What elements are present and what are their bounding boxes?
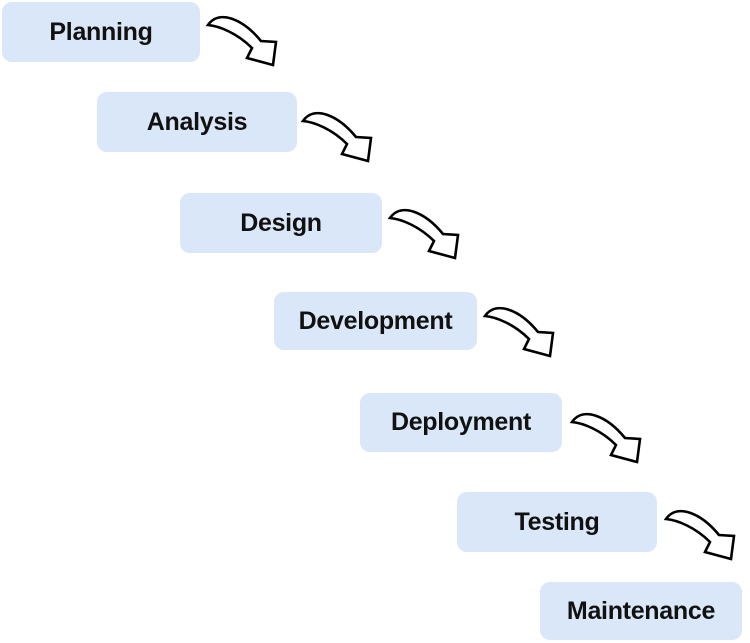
curved-arrow-icon [301, 111, 373, 163]
stage-label-development: Development [298, 306, 453, 335]
curved-arrow-icon [483, 306, 555, 358]
curved-arrow-icon [388, 208, 460, 260]
stage-box-deployment: Deployment [360, 393, 562, 452]
stage-label-planning: Planning [49, 17, 153, 46]
stage-box-design: Design [180, 193, 382, 253]
stage-label-deployment: Deployment [390, 408, 532, 436]
stage-box-maintenance: Maintenance [540, 582, 742, 640]
stage-box-planning: Planning [2, 2, 200, 62]
stage-label-testing: Testing [514, 507, 600, 536]
stage-box-development: Development [274, 292, 477, 350]
curved-arrow-icon [664, 509, 736, 561]
curved-arrow-icon [206, 15, 278, 67]
stage-label-maintenance: Maintenance [566, 596, 716, 625]
stage-box-analysis: Analysis [97, 92, 297, 152]
stage-label-analysis: Analysis [146, 107, 248, 136]
curved-arrow-icon [570, 412, 642, 464]
stage-label-design: Design [240, 208, 322, 237]
stage-box-testing: Testing [457, 492, 657, 552]
